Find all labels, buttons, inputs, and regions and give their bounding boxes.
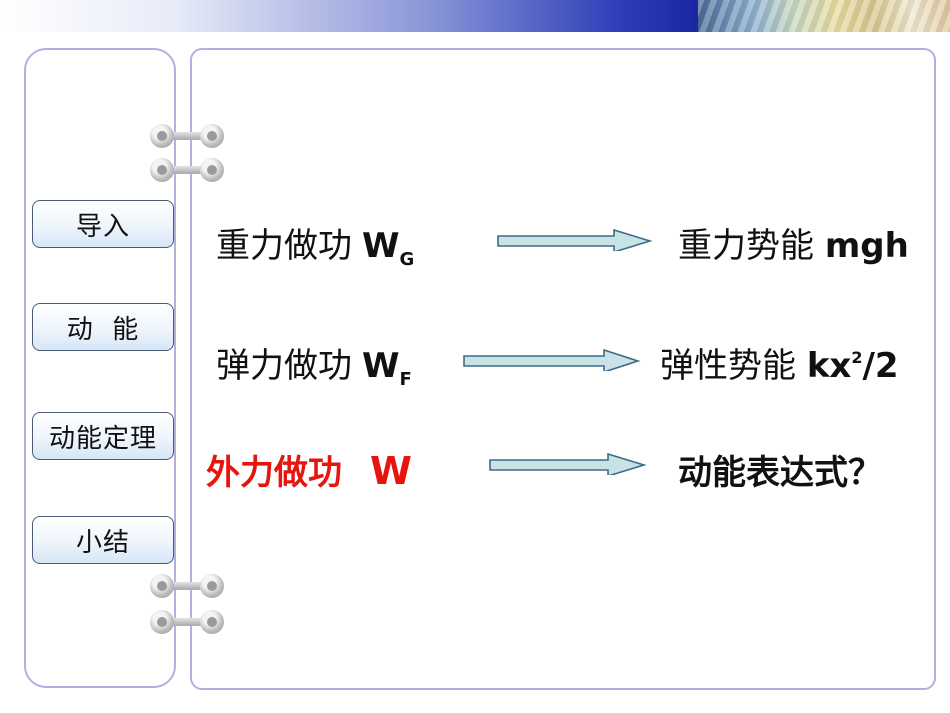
- result-item-elastic: 弹性势能 kx2/2: [660, 338, 899, 387]
- work-item-external: 外力做功 W: [206, 445, 412, 494]
- work-item-elastic: 弹力做功 WF: [216, 338, 412, 390]
- nav-label: 导入: [75, 211, 130, 242]
- work-symbol: WF: [362, 346, 412, 390]
- nav-label: 小结: [75, 527, 130, 558]
- result-item-gravity: 重力势能 mgh: [678, 218, 909, 267]
- banner-image: [698, 0, 950, 32]
- nav-label: 动 能: [66, 314, 140, 345]
- arrow-icon: [463, 349, 641, 371]
- work-symbol: WG: [362, 226, 415, 270]
- result-item-kinetic: 动能表达式？: [678, 445, 882, 494]
- work-symbol: W: [370, 449, 412, 493]
- nav-button-intro[interactable]: 导入: [32, 200, 174, 248]
- result-formula: mgh: [824, 226, 909, 266]
- work-item-gravity: 重力做功 WG: [216, 218, 414, 270]
- arrow-icon: [497, 229, 653, 251]
- binder-ring-icon: [150, 610, 224, 634]
- nav-label: 动能定理: [48, 423, 157, 454]
- binder-ring-icon: [150, 124, 224, 148]
- result-formula: kx2/2: [806, 346, 899, 386]
- arrow-icon: [489, 453, 647, 475]
- binder-ring-icon: [150, 574, 224, 598]
- result-label: 动能表达式？: [678, 453, 882, 493]
- work-label: 外力做功: [206, 453, 342, 493]
- work-label: 弹力做功: [216, 346, 352, 386]
- nav-button-theorem[interactable]: 动能定理: [32, 412, 174, 460]
- binder-ring-icon: [150, 158, 224, 182]
- result-label: 弹性势能: [660, 346, 796, 386]
- work-label: 重力做功: [216, 226, 352, 266]
- result-label: 重力势能: [678, 226, 814, 266]
- nav-button-kinetic-energy[interactable]: 动 能: [32, 303, 174, 351]
- nav-button-summary[interactable]: 小结: [32, 516, 174, 564]
- main-content-panel: [190, 48, 936, 690]
